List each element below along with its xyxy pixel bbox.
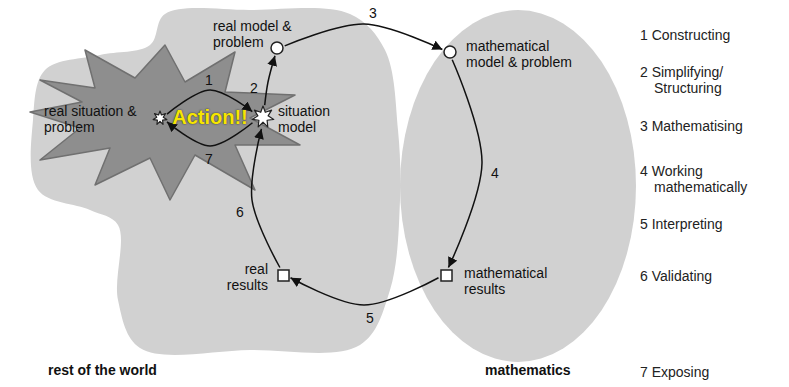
model-circle: mathematical model & problem: [443, 45, 457, 59]
star-outline: [153, 111, 167, 125]
cycle-arrow: [285, 24, 443, 50]
mathematics-region: mathematicsmathematical model & problemm…: [400, 10, 636, 362]
cycle-arrow: [291, 278, 439, 305]
step-legend: 1 Constructing: [640, 27, 786, 43]
square-symbol: [441, 270, 452, 281]
model-circle: real model & problem: [270, 41, 284, 55]
action-label: Action!!: [165, 106, 255, 128]
step-number: 1: [205, 72, 213, 88]
step-legend: 3 Mathematising: [640, 118, 786, 134]
region-label: mathematics: [485, 362, 605, 378]
star-outline: [252, 106, 274, 128]
step-number: 3: [369, 5, 377, 21]
circle-outline: [270, 41, 284, 55]
explosion-shape: [30, 45, 300, 200]
region-label: rest of the world: [48, 362, 198, 378]
step-legend: 5 Interpreting: [640, 216, 786, 232]
circle-outline: [443, 45, 457, 59]
result-square: mathematical results: [440, 269, 453, 282]
step-number: 5: [366, 310, 374, 326]
step-legend: 4 Working mathematically: [640, 163, 786, 195]
node-label: real model & problem: [213, 18, 305, 50]
circle-symbol: [271, 42, 283, 54]
cycle-arrow: [448, 60, 482, 268]
situation-marker: real situation & problem: [153, 111, 167, 125]
node-label: situation model: [278, 103, 344, 135]
situation-model-star: situation model: [252, 106, 274, 128]
blob-outline: [30, 8, 405, 353]
cycle-arrow: [252, 129, 280, 268]
world-blob: [31, 8, 401, 355]
step-number: 4: [491, 165, 499, 181]
circle-symbol: [444, 46, 456, 58]
step-number: 6: [236, 204, 244, 220]
step-number: 7: [205, 151, 213, 167]
square-outline: [277, 269, 290, 282]
cycle-arrow: [265, 56, 275, 105]
world-region: rest of the worldreal situation & proble…: [30, 8, 405, 353]
result-square: real results: [277, 269, 290, 282]
square-outline: [440, 269, 453, 282]
square-symbol: [278, 270, 289, 281]
step-legend: 7 Exposing: [640, 364, 786, 380]
node-label: real situation & problem: [44, 103, 152, 135]
step-legend: 2 Simplifying/ Structuring: [640, 64, 786, 96]
node-label: mathematical model & problem: [466, 38, 580, 70]
node-label: real results: [208, 261, 268, 293]
mathematics-ellipse: [400, 10, 636, 362]
step-legend: 6 Validating: [640, 268, 786, 284]
edge-group: [167, 24, 482, 305]
step-number: 2: [250, 80, 258, 96]
node-label: mathematical results: [464, 265, 568, 297]
